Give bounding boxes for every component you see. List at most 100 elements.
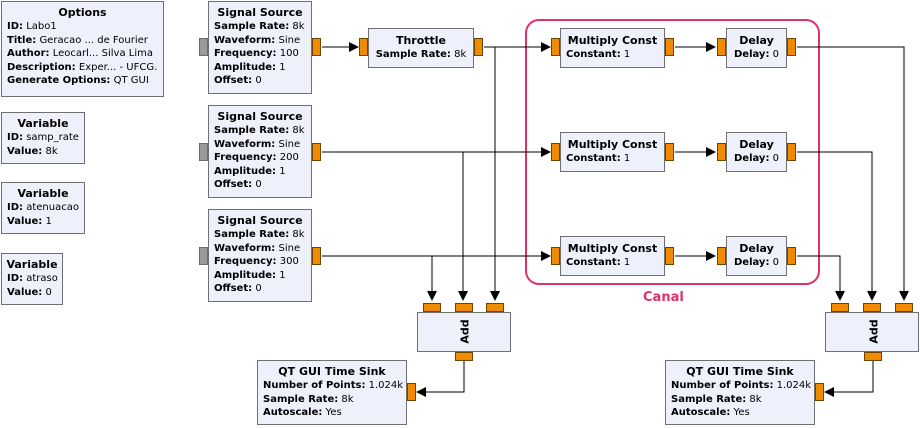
add-2-input-port-2[interactable]: [895, 303, 913, 312]
param-amplitude: Amplitude: 1: [214, 165, 286, 177]
wire-delay3-add2: [797, 255, 845, 301]
options-row-author: Author: Leocarl... Silva Lima: [7, 48, 153, 59]
variable-value: Value: 8k: [7, 145, 58, 157]
add-1-input-port-2[interactable]: [486, 303, 504, 312]
throttle-input-port[interactable]: [359, 38, 368, 56]
signal-source-2-input-port-disabled[interactable]: [199, 143, 208, 161]
variable-title: Variable: [6, 258, 58, 271]
variable-id: ID: atraso: [7, 273, 58, 284]
variable-id: ID: samp_rate: [7, 132, 79, 143]
signal-source-1-input-port-disabled[interactable]: [199, 38, 208, 56]
delay-block-1[interactable]: Delay Delay: 0: [726, 28, 787, 68]
wire-add1-sink1: [416, 352, 465, 397]
signal-source-3-input-port-disabled[interactable]: [199, 247, 208, 265]
wire-delay1-add2: [797, 46, 909, 301]
multiply-const-block-3[interactable]: Multiply Const Constant: 1: [560, 236, 665, 276]
param-constant: Constant: 1: [566, 257, 631, 268]
param-frequency: Frequency: 300: [214, 256, 299, 267]
throttle-output-port[interactable]: [474, 38, 483, 56]
param-sample-rate: Sample Rate: 8k: [671, 393, 762, 405]
param-delay: Delay: 0: [733, 49, 780, 60]
add-2-output-port[interactable]: [864, 352, 882, 361]
variable-value: Value: 1: [7, 215, 52, 227]
delay-1-input-port[interactable]: [717, 38, 726, 56]
multiply-const-block-1[interactable]: Multiply Const Constant: 1: [560, 28, 665, 68]
param-offset: Offset: 0: [214, 283, 262, 294]
signal-source-title: Signal Source: [217, 6, 303, 19]
signal-source-block-1[interactable]: Signal Source Sample Rate: 8k Waveform: …: [208, 1, 312, 94]
wire-src2-add: [322, 151, 468, 301]
add-block-1-title: Add: [458, 319, 472, 344]
options-row-title: Title: Geracao ... de Fourier: [7, 34, 148, 46]
signal-source-title: Signal Source: [217, 110, 303, 123]
time-sink-1-input-port[interactable]: [407, 383, 416, 401]
delay-2-output-port[interactable]: [787, 143, 796, 161]
delay-3-input-port[interactable]: [717, 247, 726, 265]
multiply-const-title: Multiply Const: [567, 242, 658, 255]
param-autoscale: Autoscale: Yes: [671, 407, 750, 418]
multiply-const-2-output-port[interactable]: [665, 143, 674, 161]
delay-1-output-port[interactable]: [787, 38, 796, 56]
param-num-points: Number of Points: 1.024k: [671, 380, 812, 391]
param-waveform: Waveform: Sine: [214, 242, 301, 254]
time-sink-title: QT GUI Time Sink: [278, 365, 386, 378]
add-block-1[interactable]: [417, 312, 511, 352]
multiply-const-title: Multiply Const: [567, 34, 658, 47]
add-1-input-port-1[interactable]: [455, 303, 473, 312]
multiply-const-3-output-port[interactable]: [665, 247, 674, 265]
time-sink-title: QT GUI Time Sink: [686, 365, 794, 378]
throttle-title: Throttle: [395, 34, 447, 47]
options-row-id: ID: Labo1: [7, 21, 57, 32]
throttle-block[interactable]: Throttle Sample Rate: 8k: [368, 28, 474, 68]
add-block-2[interactable]: [825, 312, 919, 352]
time-sink-block-2[interactable]: QT GUI Time Sink Number of Points: 1.024…: [665, 360, 815, 425]
signal-source-2-output-port[interactable]: [312, 143, 321, 161]
delay-title: Delay: [739, 138, 774, 151]
options-block[interactable]: Options ID: Labo1 Title: Geracao ... de …: [1, 1, 164, 97]
time-sink-block-1[interactable]: QT GUI Time Sink Number of Points: 1.024…: [257, 360, 407, 425]
multiply-const-title: Multiply Const: [567, 138, 658, 151]
variable-id: ID: atenuacao: [7, 202, 79, 213]
delay-3-output-port[interactable]: [787, 247, 796, 265]
delay-2-input-port[interactable]: [717, 143, 726, 161]
signal-source-block-2[interactable]: Signal Source Sample Rate: 8k Waveform: …: [208, 105, 312, 198]
multiply-const-3-input-port[interactable]: [551, 247, 560, 265]
param-offset: Offset: 0: [214, 179, 262, 190]
time-sink-2-input-port[interactable]: [815, 383, 824, 401]
variable-block-atraso[interactable]: Variable ID: atraso Value: 0: [1, 253, 63, 305]
multiply-const-1-input-port[interactable]: [551, 38, 560, 56]
delay-title: Delay: [739, 34, 774, 47]
delay-block-3[interactable]: Delay Delay: 0: [726, 236, 787, 276]
param-constant: Constant: 1: [566, 49, 631, 60]
multiply-const-2-input-port[interactable]: [551, 143, 560, 161]
delay-block-2[interactable]: Delay Delay: 0: [726, 132, 787, 172]
param-frequency: Frequency: 200: [214, 152, 299, 163]
param-delay: Delay: 0: [733, 153, 780, 164]
signal-source-3-output-port[interactable]: [312, 247, 321, 265]
add-1-input-port-0[interactable]: [423, 303, 441, 312]
param-sample-rate: Sample Rate: 8k: [214, 21, 305, 32]
param-constant: Constant: 1: [566, 153, 631, 164]
param-sample-rate: Sample Rate: 8k: [375, 49, 467, 60]
options-row-generate-options: Generate Options: QT GUI: [7, 75, 149, 86]
param-waveform: Waveform: Sine: [214, 34, 301, 46]
signal-source-block-3[interactable]: Signal Source Sample Rate: 8k Waveform: …: [208, 209, 312, 302]
delay-title: Delay: [739, 242, 774, 255]
variable-block-samp-rate[interactable]: Variable ID: samp_rate Value: 8k: [1, 112, 85, 164]
signal-source-1-output-port[interactable]: [312, 38, 321, 56]
add-2-input-port-0[interactable]: [831, 303, 849, 312]
add-1-output-port[interactable]: [455, 352, 473, 361]
param-sample-rate: Sample Rate: 8k: [263, 393, 354, 405]
param-waveform: Waveform: Sine: [214, 138, 301, 150]
param-sample-rate: Sample Rate: 8k: [214, 125, 305, 136]
canal-label: Canal: [643, 290, 684, 305]
add-2-input-port-1[interactable]: [863, 303, 881, 312]
param-amplitude: Amplitude: 1: [214, 61, 286, 73]
multiply-const-block-2[interactable]: Multiply Const Constant: 1: [560, 132, 665, 172]
variable-block-atenuacao[interactable]: Variable ID: atenuacao Value: 1: [1, 182, 85, 234]
variable-value: Value: 0: [7, 286, 52, 298]
multiply-const-1-output-port[interactable]: [665, 38, 674, 56]
param-delay: Delay: 0: [733, 257, 780, 268]
param-amplitude: Amplitude: 1: [214, 269, 286, 281]
wire-throttle-add: [484, 46, 500, 301]
